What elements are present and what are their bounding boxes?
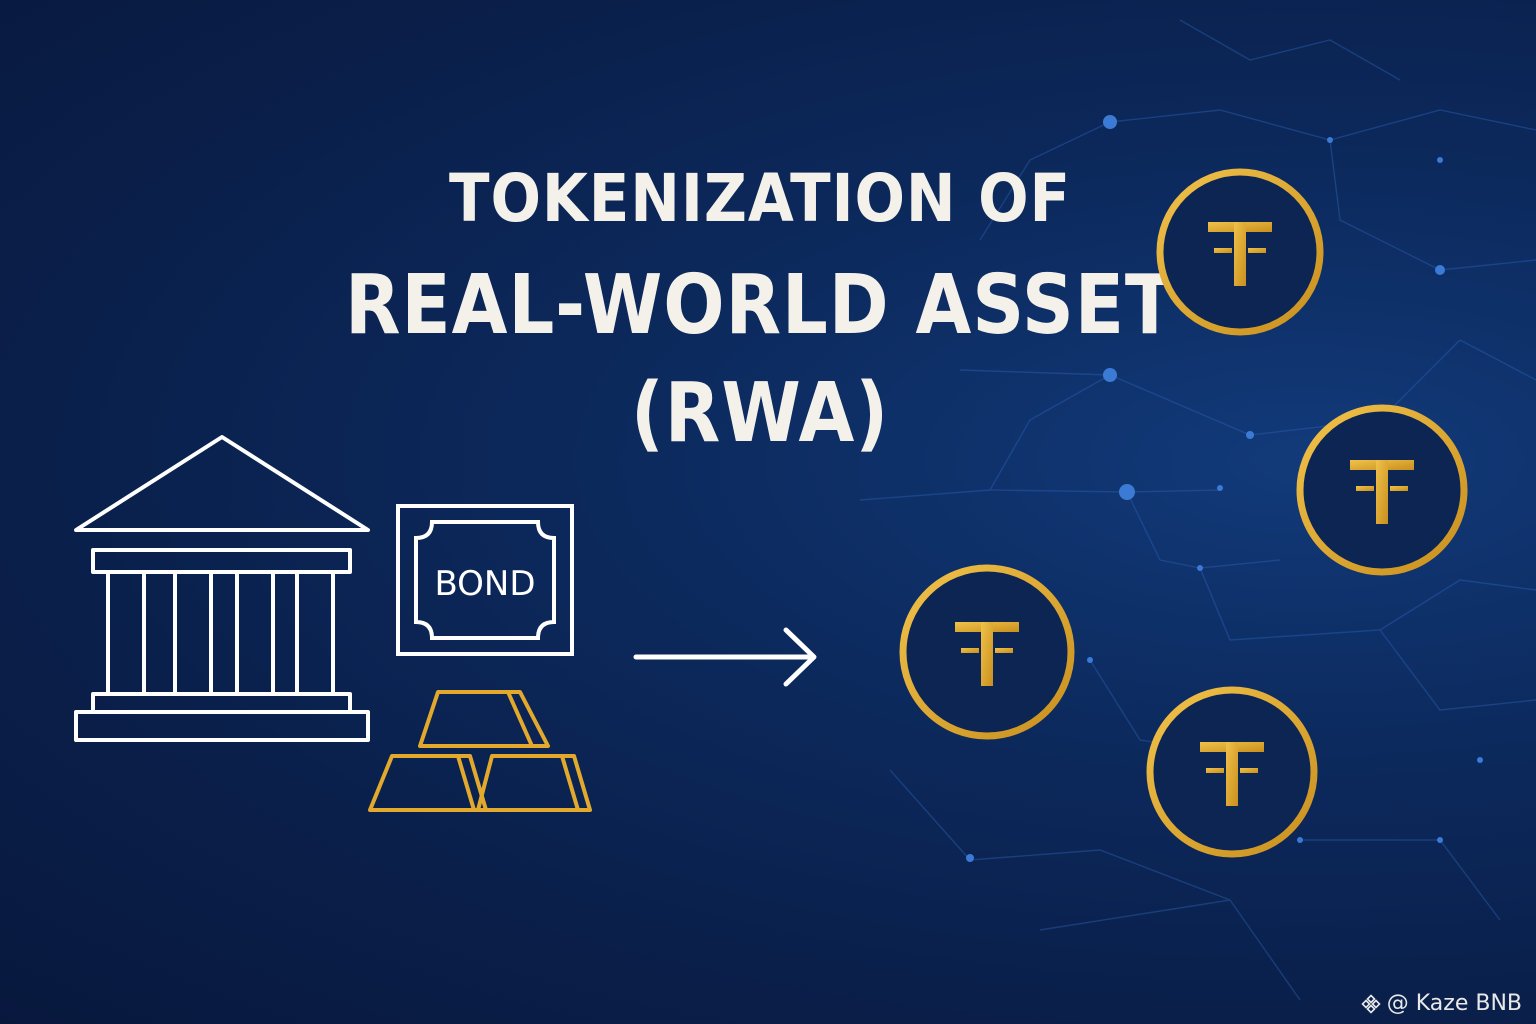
watermark: @ Kaze BNB [1361,991,1522,1016]
bank-building-icon [74,435,370,742]
gold-bars-icon [368,690,592,812]
token-coin-icon [1296,404,1468,576]
page-title-line-3: (RWA) [630,366,890,461]
watermark-text: @ Kaze BNB [1386,991,1522,1016]
token-coin-icon [1156,168,1324,336]
binance-logo-icon [1361,993,1381,1014]
bond-certificate-icon: BOND [396,504,574,656]
token-coin-icon [1146,686,1318,858]
token-coin-icon [899,564,1075,740]
page-title-line-2: REAL-WORLD ASSET [344,258,1176,353]
right-arrow-icon [633,627,817,687]
bond-label: BOND [434,564,535,604]
page-title-line-1: TOKENIZATION OF [449,160,1071,237]
